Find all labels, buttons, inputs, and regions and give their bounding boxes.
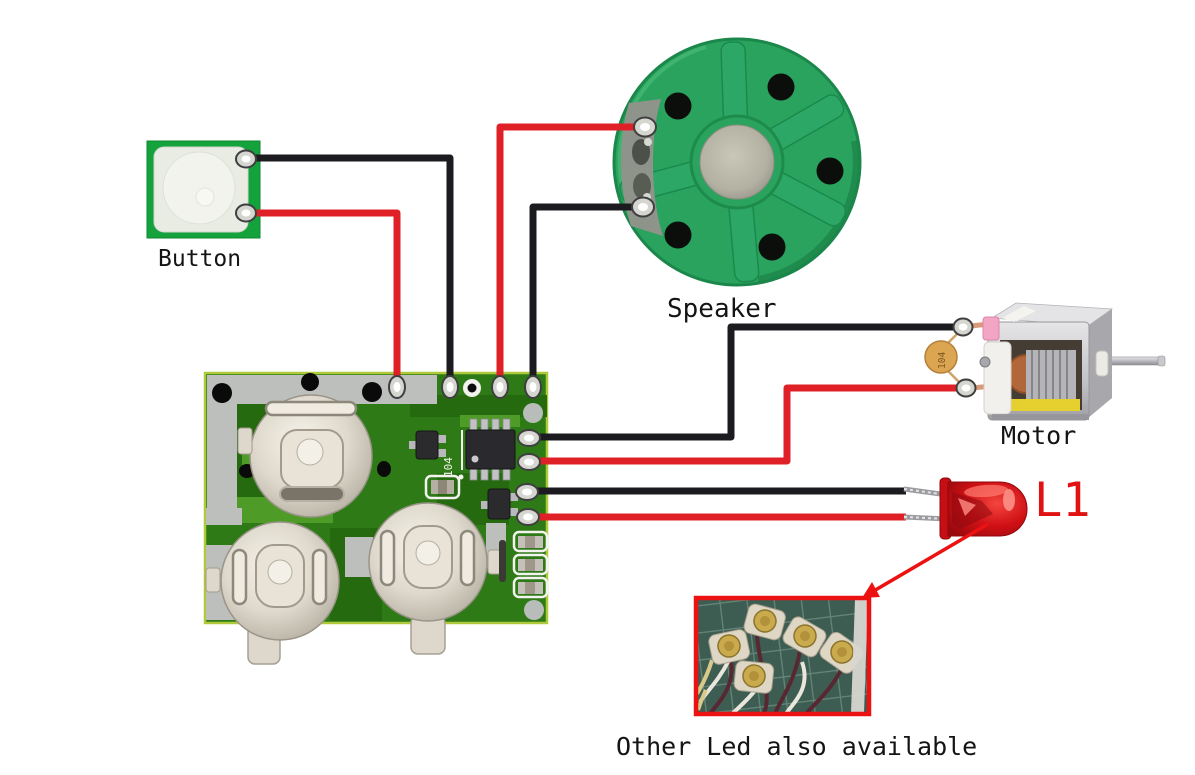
button-dome — [162, 151, 236, 225]
led-variant-arrow — [862, 522, 989, 598]
photo-content — [697, 599, 868, 713]
photo-red-border — [693, 595, 872, 717]
led-facet-highlight — [958, 498, 976, 516]
wire-motor-red — [531, 384, 960, 465]
motor-bracket-white — [983, 341, 1012, 415]
pcb-right-terminals — [515, 429, 541, 526]
button-label: Button — [158, 246, 241, 272]
pcb-pad — [524, 600, 544, 620]
motor-stud — [979, 356, 991, 368]
photo-ruler-strip — [851, 599, 868, 713]
speaker-magnet — [699, 124, 775, 200]
wire-speaker-red — [496, 123, 645, 383]
chip-pin1-mark — [471, 455, 479, 463]
rotor-coil — [1026, 350, 1076, 399]
sound-module-pcb: 104 — [203, 371, 549, 665]
arrow-head — [862, 582, 880, 598]
smd-resistors — [499, 530, 549, 599]
motor-base-shadow — [992, 414, 1089, 420]
photo-led-modules — [708, 603, 864, 694]
wire-speaker-black — [529, 203, 643, 383]
motor: 104 — [924, 302, 1166, 421]
motor-tab-white — [1002, 306, 1036, 322]
led-glint — [1003, 489, 1015, 511]
motor-label: Motor — [1001, 421, 1076, 450]
transistor — [481, 488, 518, 520]
terminals — [235, 116, 977, 526]
motor-pink-nub — [982, 316, 1000, 341]
solder-glint — [644, 138, 652, 146]
speaker-label: Speaker — [667, 294, 777, 324]
transistor — [409, 430, 446, 460]
button-dome-dimple — [195, 187, 215, 207]
wire-button-black — [250, 154, 454, 383]
speaker-terminals — [631, 116, 657, 218]
soic8-chip — [461, 418, 516, 481]
motor-capacitor — [924, 340, 958, 374]
motor-bushing — [1095, 350, 1109, 377]
button-module — [146, 140, 261, 239]
pcb-holes — [212, 373, 391, 478]
wire-button-red — [250, 209, 401, 383]
button-terminals — [235, 149, 257, 223]
speaker — [612, 37, 862, 287]
solder-patch — [633, 173, 651, 199]
solder-patch — [632, 139, 650, 165]
battery-clip-bottom-right — [368, 502, 503, 655]
arrow-shaft — [871, 522, 989, 594]
pcb-capacitor-marking: 104 — [442, 457, 455, 477]
coil-ridges — [1031, 350, 1068, 399]
other-led-caption: Other Led also available — [616, 732, 977, 761]
battery-clip-bottom-left — [205, 521, 340, 665]
smd-capacitor — [424, 474, 461, 500]
motor-shaft-tip — [1157, 355, 1166, 367]
battery-clip-top — [237, 394, 373, 518]
led-l1 — [903, 477, 1028, 540]
speaker-holes — [664, 73, 844, 261]
wires — [250, 123, 960, 521]
led-designator-label: L1 — [1034, 473, 1091, 528]
wire-motor-black — [531, 323, 958, 441]
led-gloss — [964, 484, 1008, 498]
other-led-photo — [693, 595, 872, 717]
speaker-rim-shadow — [757, 140, 859, 282]
pcb-pad — [523, 403, 543, 423]
motor-capacitor-marking: 104 — [937, 352, 948, 369]
pcb-top-terminals — [388, 375, 542, 399]
silkscreen-dot — [458, 474, 464, 480]
motor-terminals — [952, 317, 977, 398]
motor-magnet-yellow — [1008, 399, 1080, 411]
